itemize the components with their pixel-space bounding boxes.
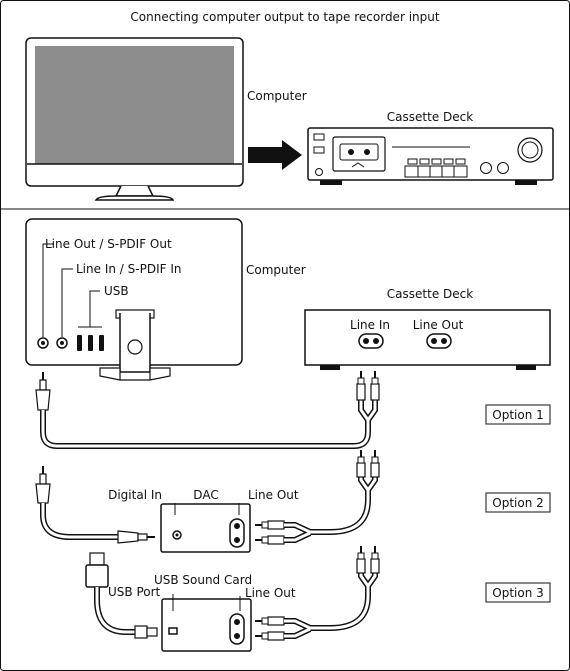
line-out-port-label: Line Out / S-PDIF Out (45, 237, 172, 251)
option-2-input-label: Digital In (108, 488, 162, 502)
arrow-right-icon (248, 140, 302, 170)
top-computer-label: Computer (247, 89, 307, 103)
computer-rear-panel (25, 218, 243, 381)
option-2-box (485, 492, 551, 513)
option-3-box (485, 582, 551, 603)
line-in-port-label: Line In / S-PDIF In (76, 262, 181, 276)
option-3-label: Option 3 (492, 586, 544, 600)
option-2-device-label: DAC (193, 488, 218, 502)
monitor-icon (25, 37, 244, 201)
option-2-output-label: Line Out (248, 488, 299, 502)
option-3-output-label: Line Out (245, 586, 296, 600)
top-deck-label: Cassette Deck (387, 110, 473, 124)
option-2-label: Option 2 (492, 496, 544, 510)
deck-line-in-label: Line In (350, 318, 390, 332)
option-3-wiring (85, 546, 380, 652)
middle-deck-label: Cassette Deck (387, 287, 473, 301)
option-3-device-label: USB Sound Card (154, 573, 252, 587)
option-1-cable (35, 371, 380, 449)
option-3-input-label: USB Port (108, 585, 161, 599)
deck-line-out-label: Line Out (413, 318, 464, 332)
cassette-deck-icon (307, 127, 554, 185)
option-2-wiring (35, 450, 380, 553)
cassette-deck-rear-panel (304, 309, 551, 370)
usb-port-label: USB (104, 284, 129, 298)
middle-computer-label: Computer (246, 263, 306, 277)
option-1-label: Option 1 (492, 408, 544, 422)
option-1-box (485, 404, 551, 425)
diagram-title: Connecting computer output to tape recor… (130, 10, 439, 24)
